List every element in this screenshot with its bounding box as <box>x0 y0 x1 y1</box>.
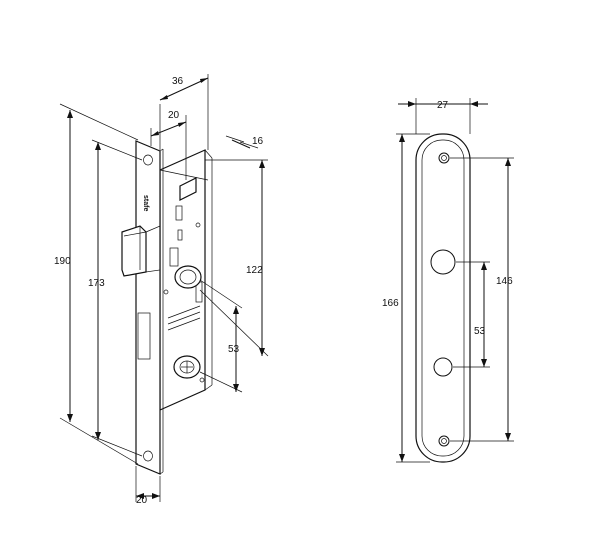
cylinder-hole <box>433 357 453 377</box>
dim-backset: 36 <box>159 74 209 150</box>
dim-spindle-to-lower: 53 <box>199 279 243 393</box>
lower-follower <box>173 355 201 379</box>
dim-hole-spacing-label: 173 <box>88 278 105 289</box>
dim-plate-width: 27 <box>398 98 488 134</box>
dim-fixing-hole-spacing: 146 <box>450 157 514 442</box>
lock-body-drawing: stafe 190 173 <box>54 74 269 506</box>
latch-bolt <box>121 225 161 277</box>
dim-case-thickness-label: 16 <box>252 136 264 147</box>
dim-hole-spacing: 173 <box>88 139 143 457</box>
dim-plate-height: 166 <box>382 133 430 463</box>
dim-fixing-hole-spacing-label: 146 <box>496 276 513 287</box>
dim-faceplate-width: 20 <box>135 466 161 506</box>
dim-backset-label: 36 <box>172 76 184 87</box>
dim-faceplate-width-label: 20 <box>136 495 148 506</box>
dim-plate-height-label: 166 <box>382 298 399 309</box>
escutcheon-drawing: 27 166 146 53 <box>382 98 514 463</box>
spindle-hole <box>430 249 456 275</box>
dim-spindle-to-cylinder: 122 <box>199 159 269 357</box>
dim-case-depth: 20 <box>150 110 187 180</box>
faceplate: stafe <box>135 140 164 475</box>
dim-spindle-to-lower-label: 53 <box>228 344 240 355</box>
dim-overall-height: 190 <box>54 103 139 465</box>
dim-overall-height-label: 190 <box>54 256 71 267</box>
dim-spindle-to-cylinder-label: 122 <box>246 265 263 276</box>
dim-case-thickness: 16 <box>225 135 264 149</box>
dim-case-depth-label: 20 <box>168 110 180 121</box>
faceplate-marking: stafe <box>142 195 149 211</box>
dim-center-distance-label: 53 <box>474 326 486 337</box>
dim-center-distance: 53 <box>453 261 490 368</box>
spindle-follower <box>174 265 202 289</box>
dim-plate-width-label: 27 <box>437 100 449 111</box>
escutcheon-plate <box>415 133 471 463</box>
